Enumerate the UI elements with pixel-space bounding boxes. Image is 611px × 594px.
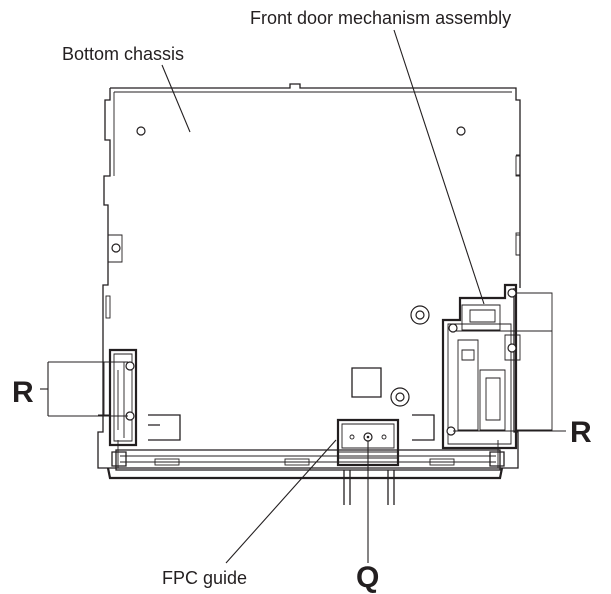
leader-bottom-chassis	[161, 64, 191, 133]
fpc-guide-part	[336, 418, 400, 467]
chassis-hole-top-left	[136, 126, 146, 136]
label-r-right: R	[570, 416, 592, 449]
front-door-mechanism-assembly	[441, 283, 553, 450]
front-rail	[106, 440, 505, 505]
label-front-door-mechanism: Front door mechanism assembly	[250, 8, 511, 28]
label-q: Q	[356, 561, 379, 594]
leader-front-door	[393, 29, 485, 305]
screw-r-right-top	[507, 288, 517, 298]
screw-r-right-mid	[448, 323, 458, 333]
label-bottom-chassis: Bottom chassis	[62, 44, 184, 64]
left-bracket	[98, 348, 138, 447]
leader-fpc-guide	[225, 439, 337, 564]
center-components	[148, 305, 435, 441]
chassis-hole-top-right	[456, 126, 466, 136]
label-fpc-guide: FPC guide	[162, 568, 247, 588]
bottom-chassis	[97, 83, 521, 469]
screw-r-left-top	[125, 361, 135, 371]
label-r-left: R	[12, 376, 34, 409]
leader-lines	[40, 29, 566, 564]
